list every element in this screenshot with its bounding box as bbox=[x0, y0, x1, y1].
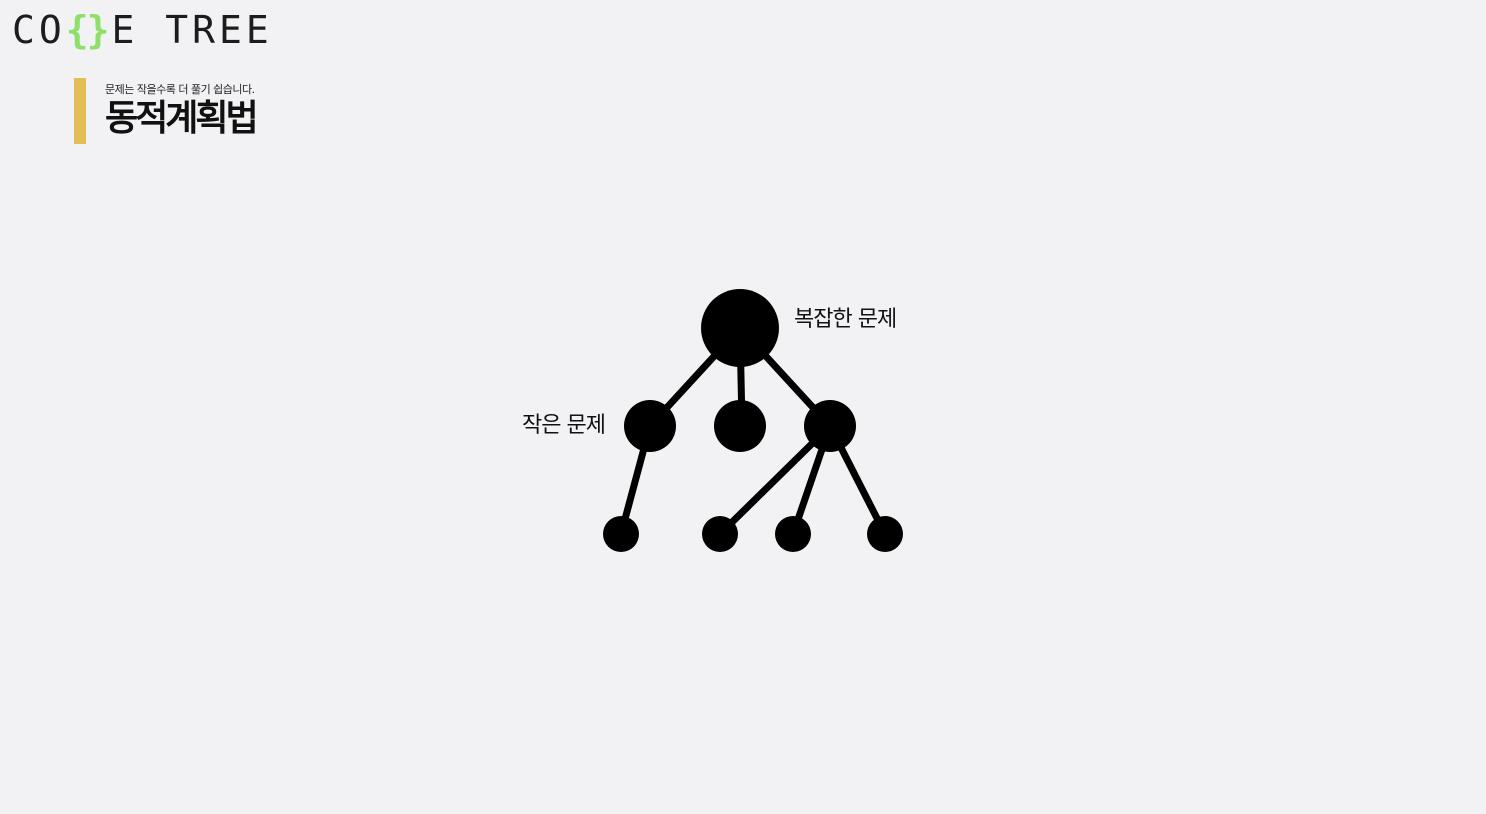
logo-text-prefix: CO bbox=[12, 8, 66, 52]
child-node-label: 작은 문제 bbox=[522, 413, 605, 438]
child-node-right bbox=[804, 400, 856, 452]
logo-brace-accent: {} bbox=[65, 8, 110, 52]
root-node-label: 복잡한 문제 bbox=[794, 307, 896, 332]
tree-nodes bbox=[603, 289, 903, 552]
page-subtitle: 문제는 작을수록 더 풀기 쉽습니다. bbox=[105, 83, 255, 96]
leaf-node-2 bbox=[702, 516, 738, 552]
child-node-left bbox=[624, 400, 676, 452]
leaf-node-1 bbox=[603, 516, 639, 552]
leaf-node-3 bbox=[775, 516, 811, 552]
page-title: 동적계획법 bbox=[105, 98, 259, 139]
title-accent-bar bbox=[74, 78, 86, 144]
title-text-group: 문제는 작을수록 더 풀기 쉽습니다. 동적계획법 bbox=[105, 78, 259, 144]
leaf-node-4 bbox=[867, 516, 903, 552]
code-tree-logo: CO{}E TREE bbox=[12, 10, 273, 50]
child-node-middle bbox=[714, 400, 766, 452]
root-node bbox=[701, 289, 779, 367]
title-block: 문제는 작을수록 더 풀기 쉽습니다. 동적계획법 bbox=[74, 78, 259, 144]
logo-text-suffix: E TREE bbox=[111, 8, 273, 52]
